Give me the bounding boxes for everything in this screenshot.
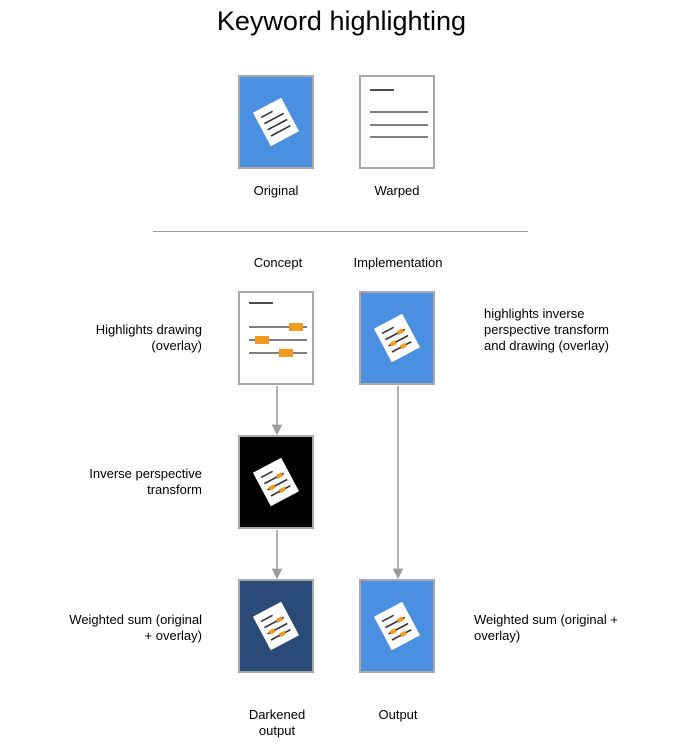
weighted-sum-left-label: Weighted sum (original + overlay)	[69, 612, 202, 643]
inverse-perspective-label: Inverse perspective transform	[89, 466, 202, 497]
original-label: Original	[253, 183, 299, 198]
concept-header: Concept	[253, 255, 303, 270]
implementation-header: Implementation	[353, 255, 443, 270]
section-divider	[153, 231, 528, 232]
original-image	[238, 75, 314, 169]
highlights-inverse-label: highlights inverse perspective transform…	[484, 306, 610, 353]
output-image	[359, 579, 435, 673]
darkened-output-label: Darkened output	[248, 707, 306, 738]
diagram-title: Keyword highlighting	[216, 6, 467, 36]
implementation-highlights-image	[359, 291, 435, 385]
warped-label: Warped	[374, 183, 420, 198]
weighted-sum-right-label: Weighted sum (original + overlay)	[474, 612, 618, 643]
highlights-overlay-image	[238, 291, 314, 385]
highlights-drawing-label: Highlights drawing (overlay)	[95, 322, 202, 353]
inverse-overlay-image	[238, 435, 314, 529]
output-label: Output	[378, 707, 418, 722]
warped-image	[359, 75, 435, 169]
darkened-output-image	[238, 579, 314, 673]
